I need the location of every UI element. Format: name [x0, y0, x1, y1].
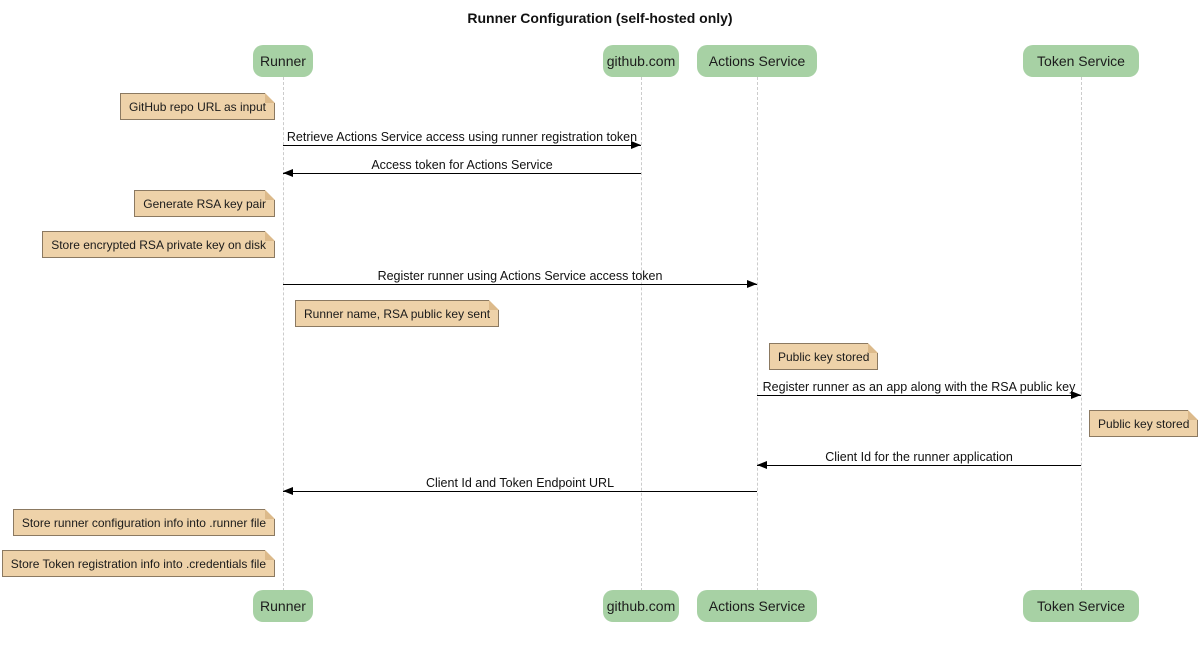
note-public-key-stored-actions: Public key stored	[769, 343, 879, 370]
actor-runner-bottom: Runner	[253, 590, 313, 622]
arrowhead-left-icon	[283, 487, 293, 495]
actor-github-com-top: github.com	[603, 45, 679, 77]
lifeline-runner	[283, 77, 284, 591]
message-client-id-endpoint: Client Id and Token Endpoint URL	[283, 475, 757, 495]
note-generate-rsa: Generate RSA key pair	[134, 190, 275, 217]
lifeline-token-service	[1081, 77, 1082, 591]
actor-actions-service-bottom: Actions Service	[697, 590, 817, 622]
note-store-runner-file: Store runner configuration info into .ru…	[12, 509, 276, 536]
actor-token-service-top: Token Service	[1023, 45, 1139, 77]
message-line	[283, 141, 641, 149]
message-line	[757, 461, 1081, 469]
message-label: Register runner as an app along with the…	[762, 380, 1076, 394]
message-label: Register runner using Actions Service ac…	[377, 269, 663, 283]
note-github-repo-url: GitHub repo URL as input	[120, 93, 275, 120]
lifeline-github-com	[641, 77, 642, 591]
message-line	[757, 391, 1081, 399]
message-access-token: Access token for Actions Service	[283, 157, 641, 177]
note-store-private-key: Store encrypted RSA private key on disk	[42, 231, 275, 258]
message-label: Retrieve Actions Service access using ru…	[286, 130, 638, 144]
message-label: Client Id and Token Endpoint URL	[425, 476, 615, 490]
message-line	[283, 169, 641, 177]
note-store-credentials: Store Token registration info into .cred…	[1, 550, 276, 577]
actor-actions-service-top: Actions Service	[697, 45, 817, 77]
note-runner-name-sent: Runner name, RSA public key sent	[295, 300, 500, 327]
message-client-id-runner-app: Client Id for the runner application	[757, 449, 1081, 469]
actor-github-com-bottom: github.com	[603, 590, 679, 622]
diagram-title: Runner Configuration (self-hosted only)	[467, 10, 733, 26]
actor-runner-top: Runner	[253, 45, 313, 77]
message-line	[283, 487, 757, 495]
message-register-runner-app: Register runner as an app along with the…	[757, 379, 1081, 399]
message-label: Access token for Actions Service	[371, 158, 553, 172]
message-label: Client Id for the runner application	[825, 450, 1013, 464]
lifeline-actions-service	[757, 77, 758, 591]
arrowhead-right-icon	[631, 141, 641, 149]
arrowhead-left-icon	[757, 461, 767, 469]
actor-token-service-bottom: Token Service	[1023, 590, 1139, 622]
arrowhead-left-icon	[283, 169, 293, 177]
message-retrieve-actions-access: Retrieve Actions Service access using ru…	[283, 129, 641, 149]
arrowhead-right-icon	[747, 280, 757, 288]
note-public-key-stored-token: Public key stored	[1089, 410, 1199, 437]
message-line	[283, 280, 757, 288]
arrowhead-right-icon	[1071, 391, 1081, 399]
message-register-runner: Register runner using Actions Service ac…	[283, 268, 757, 288]
